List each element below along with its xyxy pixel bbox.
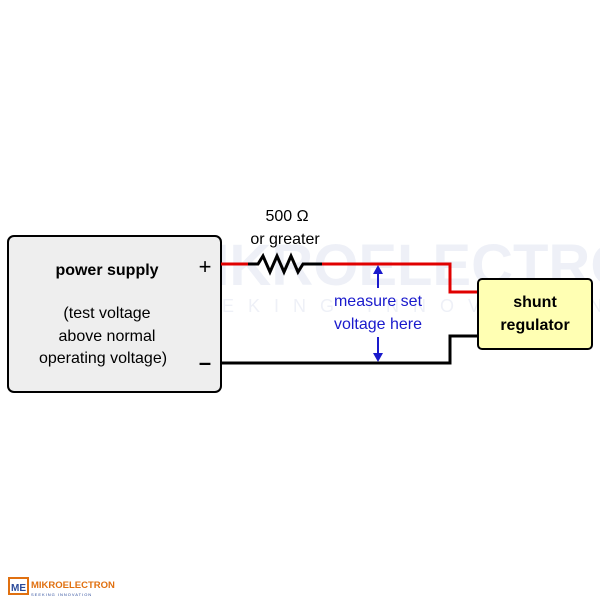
positive-wire-right bbox=[322, 262, 478, 294]
logo-tagline: SEEKING INNOVATION bbox=[31, 592, 92, 597]
power-supply-desc-3: operating voltage) bbox=[39, 350, 167, 367]
measure-arrow-down-icon bbox=[373, 353, 383, 362]
negative-terminal-label: – bbox=[199, 350, 211, 375]
measure-label-1: measure set bbox=[334, 293, 423, 310]
logo-brand: MIKROELECTRON bbox=[31, 580, 115, 591]
power-supply-desc-1: (test voltage bbox=[63, 305, 150, 322]
regulator-label-1: shunt bbox=[513, 294, 557, 311]
regulator-label-2: regulator bbox=[500, 317, 569, 334]
positive-terminal-label: + bbox=[199, 254, 212, 279]
power-supply-box bbox=[7, 235, 222, 393]
measure-arrow-up-icon bbox=[373, 265, 383, 274]
resistor-note-label: or greater bbox=[250, 231, 320, 248]
resistor-symbol bbox=[248, 252, 322, 276]
shunt-regulator-box bbox=[477, 278, 593, 350]
measure-label-2: voltage here bbox=[334, 316, 422, 333]
resistor-value-label: 500 Ω bbox=[265, 208, 308, 225]
power-supply-desc-2: above normal bbox=[59, 328, 156, 345]
power-supply-title: power supply bbox=[55, 262, 158, 279]
logo-mark: ME bbox=[11, 583, 26, 594]
negative-wire bbox=[221, 334, 478, 365]
logo-mark-frame bbox=[8, 577, 29, 595]
brand-logo: ME MIKROELECTRON SEEKING INNOVATION bbox=[8, 577, 115, 597]
